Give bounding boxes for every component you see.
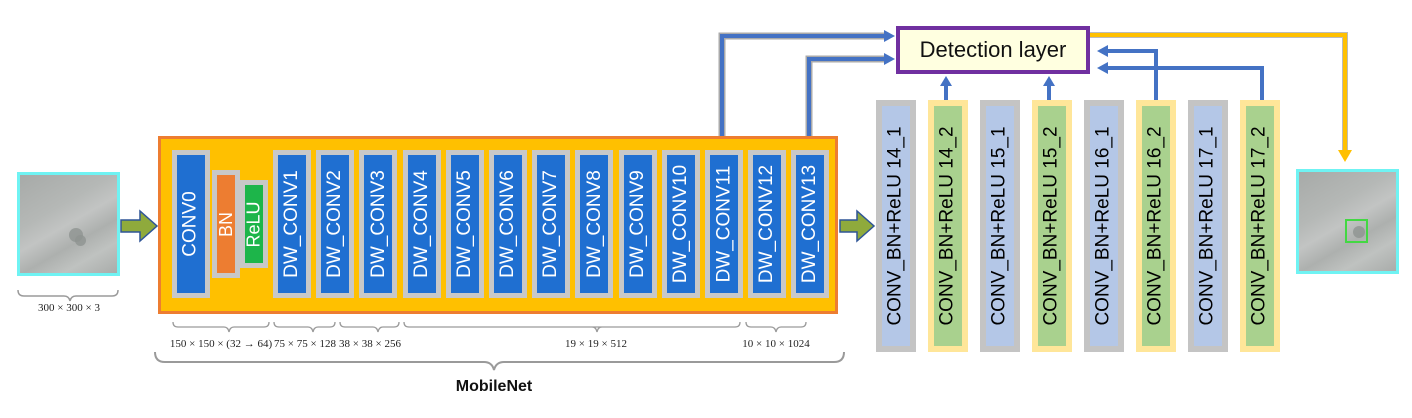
brace-group-3: [339, 321, 400, 333]
object-blob: [1353, 226, 1365, 238]
brace-input: [17, 289, 119, 302]
dim-label-group-3: 38 × 38 × 256: [339, 338, 401, 350]
backbone-flow-arrow: [839, 209, 876, 243]
layer-dw-conv6[interactable]: DW_CONV6: [489, 150, 527, 298]
layer-dw-conv4[interactable]: DW_CONV4: [402, 150, 441, 298]
feature-arrow-16-2: [1106, 49, 1158, 100]
brace-group-5: [745, 321, 807, 333]
output-image: [1296, 169, 1399, 274]
extra-layer-15-2[interactable]: CONV_BN+ReLU 15_2: [1032, 100, 1072, 352]
dim-label-group-5: 10 × 10 × 1024: [742, 338, 810, 350]
layer-dw-conv3[interactable]: DW_CONV3: [359, 150, 398, 298]
feature-arrow-dwconv13: [807, 57, 886, 148]
layer-dw-conv2[interactable]: DW_CONV2: [316, 150, 355, 298]
layer-dw-conv11[interactable]: DW_CONV11: [705, 150, 743, 298]
layer-dw-conv5[interactable]: DW_CONV5: [445, 150, 484, 298]
feature-arrow-dwconv11: [720, 34, 886, 148]
feature-arrow-17-2: [1106, 66, 1264, 100]
dim-label-group-4: 19 × 19 × 512: [565, 338, 627, 350]
detection-layer[interactable]: Detection layer: [896, 26, 1090, 74]
output-arrow: [1090, 33, 1347, 150]
input-size-label: 300 × 300 × 3: [38, 302, 100, 314]
output-arrowhead: [1338, 150, 1352, 162]
layer-conv0[interactable]: CONV0: [172, 150, 210, 298]
extra-layer-16-2[interactable]: CONV_BN+ReLU 16_2: [1136, 100, 1176, 352]
layer-dw-conv13[interactable]: DW_CONV13: [791, 150, 830, 298]
dim-label-group-2: 75 × 75 × 128: [274, 338, 336, 350]
layer-relu[interactable]: ReLU: [240, 180, 268, 268]
layer-dw-conv7[interactable]: DW_CONV7: [532, 150, 571, 298]
brace-mobilenet: [154, 351, 845, 371]
input-image: [17, 172, 120, 276]
layer-dw-conv1[interactable]: DW_CONV1: [273, 150, 311, 298]
feature-arrowheads: [884, 30, 1108, 86]
brace-group-4: [403, 321, 741, 333]
layer-dw-conv10[interactable]: DW_CONV10: [661, 150, 700, 298]
layer-bn[interactable]: BN: [212, 170, 240, 278]
extra-layer-16-1[interactable]: CONV_BN+ReLU 16_1: [1084, 100, 1124, 352]
brace-group-1: [172, 321, 270, 333]
layer-dw-conv12[interactable]: DW_CONV12: [748, 150, 787, 298]
extra-layer-17-2[interactable]: CONV_BN+ReLU 17_2: [1240, 100, 1280, 352]
feature-arrow-shadows: [718, 32, 886, 148]
dim-label-group-1: 150 × 150 × (32 → 64): [169, 338, 273, 350]
brace-group-2: [273, 321, 336, 333]
extra-layer-14-1[interactable]: CONV_BN+ReLU 14_1: [876, 100, 916, 352]
extra-layer-17-1[interactable]: CONV_BN+ReLU 17_1: [1188, 100, 1228, 352]
input-flow-arrow: [120, 209, 159, 243]
layer-dw-conv9[interactable]: DW_CONV9: [618, 150, 657, 298]
object-blob: [75, 235, 86, 246]
layer-dw-conv8[interactable]: DW_CONV8: [575, 150, 614, 298]
extra-layer-15-1[interactable]: CONV_BN+ReLU 15_1: [980, 100, 1020, 352]
extra-layer-14-2[interactable]: CONV_BN+ReLU 14_2: [928, 100, 968, 352]
detection-bounding-box: [1345, 219, 1368, 243]
mobilenet-label: MobileNet: [455, 378, 533, 395]
